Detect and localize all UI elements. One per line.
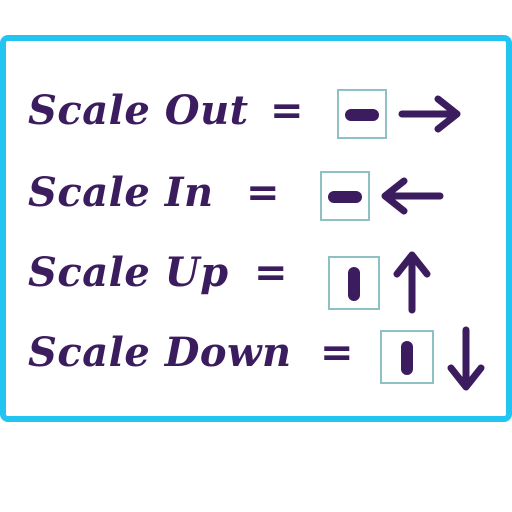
label-scale-out: Scale Out bbox=[28, 87, 249, 134]
arrow-up-icon bbox=[393, 251, 431, 314]
equals-sign: = bbox=[254, 250, 288, 296]
horizontal-bar-icon bbox=[328, 191, 362, 203]
horizontal-bar-icon bbox=[345, 109, 379, 121]
label-scale-down: Scale Down bbox=[28, 329, 292, 376]
row-scale-out: Scale Out = bbox=[0, 84, 512, 144]
key-box bbox=[320, 171, 370, 221]
diagram-frame bbox=[0, 35, 512, 422]
row-scale-down: Scale Down = bbox=[0, 326, 512, 391]
equals-sign: = bbox=[270, 88, 304, 134]
key-box bbox=[380, 330, 434, 384]
row-scale-up: Scale Up = bbox=[0, 246, 512, 314]
label-scale-in: Scale In bbox=[28, 169, 214, 216]
arrow-down-icon bbox=[447, 326, 485, 391]
arrow-left-icon bbox=[381, 177, 444, 215]
equals-sign: = bbox=[320, 330, 354, 376]
arrow-right-icon bbox=[398, 95, 461, 133]
label-scale-up: Scale Up bbox=[28, 249, 229, 296]
key-box bbox=[328, 256, 380, 310]
vertical-bar-icon bbox=[401, 341, 413, 375]
key-box bbox=[337, 89, 387, 139]
row-scale-in: Scale In = bbox=[0, 166, 512, 226]
vertical-bar-icon bbox=[348, 267, 360, 301]
equals-sign: = bbox=[246, 170, 280, 216]
